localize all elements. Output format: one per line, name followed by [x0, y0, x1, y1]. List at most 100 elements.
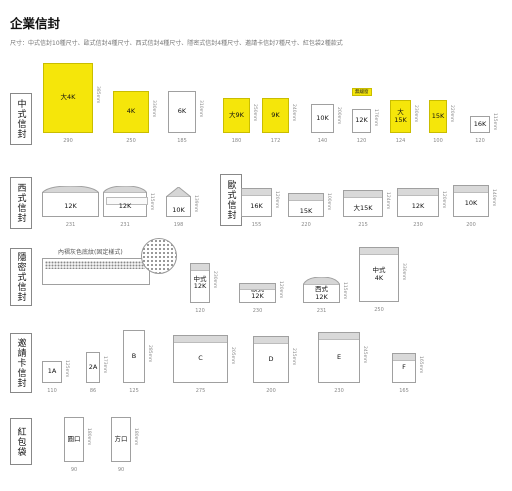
- row-label-invite-text: 邀請卡信封: [15, 338, 26, 388]
- envelope-width-dimension: 140: [317, 138, 328, 144]
- envelope-size-label: 10K: [172, 206, 185, 214]
- envelope-flap: [303, 277, 340, 285]
- row-label-redpacket-text: 紅包袋: [15, 426, 26, 457]
- envelope-size-label: C: [198, 354, 203, 363]
- envelope-height-dimension: 250mm: [252, 103, 257, 121]
- invite-envelope: 2A: [86, 352, 100, 383]
- envelope-width-dimension: 231: [65, 222, 76, 228]
- envelope-width-dimension: 86: [89, 388, 97, 394]
- envelope-width-dimension: 198: [173, 222, 184, 228]
- row-label-western-text: 西式信封: [15, 183, 26, 223]
- privacy-envelope: 中式 12K: [190, 263, 210, 303]
- envelope-width-dimension: 230: [334, 388, 344, 394]
- invite-envelope: D: [253, 336, 289, 383]
- envelope-height-dimension: 215mm: [291, 347, 296, 365]
- envelope-size-label: 西式 12K: [315, 285, 328, 301]
- envelope-flap: [42, 186, 99, 193]
- chinese-envelope: 9K: [262, 98, 289, 133]
- envelope-height-dimension: 205mm: [230, 347, 235, 365]
- envelope-size-label: 2A: [88, 362, 98, 371]
- envelope-height-dimension: 230mm: [413, 104, 418, 122]
- envelope-height-dimension: 115mm: [342, 281, 347, 299]
- row-label-chinese: 中式信封: [10, 93, 32, 145]
- envelope-size-label: 16K: [250, 202, 263, 210]
- envelope-flap: [191, 264, 209, 271]
- envelope-size-label: 12K: [64, 202, 77, 210]
- envelope-size-label: B: [131, 351, 137, 360]
- envelope-size-label: 中式 4K: [372, 266, 386, 282]
- page-title: 企業信封: [10, 16, 61, 31]
- envelope-width-dimension: 100: [433, 138, 443, 144]
- envelope-height-dimension: 180mm: [133, 427, 138, 445]
- envelope-height-dimension: 140mm: [491, 189, 496, 207]
- envelope-height-dimension: 200mm: [336, 106, 341, 124]
- euro-envelope: 大15K: [343, 190, 383, 217]
- envelope-height-dimension: 180mm: [86, 427, 91, 445]
- chinese-envelope: 16K: [470, 116, 490, 133]
- envelope-height-dimension: 176mm: [373, 109, 378, 127]
- row-label-privacy: 隱密式信封: [10, 248, 32, 306]
- envelope-height-dimension: 240mm: [291, 103, 296, 121]
- envelope-width-dimension: 172: [270, 138, 281, 144]
- invite-envelope: 1A: [42, 361, 62, 383]
- envelope-flap: [319, 333, 359, 340]
- row-label-chinese-text: 中式信封: [15, 99, 26, 139]
- envelope-width-dimension: 230: [413, 222, 423, 228]
- red-packet: 方口: [111, 417, 131, 462]
- envelope-height-dimension: 245mm: [362, 345, 367, 363]
- envelope-width-dimension: 200: [466, 222, 476, 228]
- red-packet: 圓口: [64, 417, 84, 462]
- envelope-size-label: 10K: [464, 199, 478, 207]
- envelope-height-dimension: 220mm: [449, 104, 454, 122]
- envelope-height-dimension: 173mm: [102, 355, 107, 373]
- envelope-width-dimension: 250: [126, 138, 136, 144]
- envelope-size-label: 方口: [114, 434, 128, 443]
- envelope-window: [106, 197, 148, 205]
- envelope-flap: [360, 248, 398, 255]
- envelope-size-label: F: [402, 363, 406, 372]
- envelope-height-dimension: 120mm: [274, 190, 279, 208]
- euro-envelope: 10K: [453, 185, 489, 217]
- envelope-height-dimension: 330mm: [401, 262, 406, 280]
- envelope-size-label: 中式 12K: [193, 274, 207, 290]
- envelope-size-label: 圓口: [67, 434, 81, 443]
- envelope-width-dimension: 220: [301, 222, 311, 228]
- envelope-height-dimension: 124mm: [385, 191, 390, 209]
- envelope-size-label: 大9K: [229, 110, 244, 119]
- envelope-height-dimension: 165mm: [418, 356, 423, 374]
- row-label-euro-text: 歐式信封: [225, 180, 236, 220]
- envelope-flap: [166, 187, 191, 197]
- chinese-envelope: 10K: [311, 104, 334, 133]
- privacy-envelope: 歐式 12K: [239, 283, 276, 303]
- envelope-size-label: 12K: [118, 202, 132, 210]
- privacy-pattern-note: 內褶灰色底紋(固定樣式): [58, 249, 123, 256]
- row-label-redpacket: 紅包袋: [10, 418, 32, 465]
- invite-envelope: C: [173, 335, 228, 383]
- envelope-height-dimension: 139mm: [193, 194, 198, 212]
- envelope-height-dimension: 115mm: [492, 112, 497, 130]
- envelope-flap: [454, 186, 488, 193]
- euro-envelope: 15K: [288, 193, 324, 217]
- envelope-size-label: 10K: [316, 113, 329, 122]
- envelope-width-dimension: 215: [358, 222, 368, 228]
- euro-envelope: 12K: [397, 188, 439, 217]
- chinese-envelope: 大15K: [390, 100, 411, 133]
- western-envelope: 10K: [166, 187, 191, 217]
- envelope-size-label: 15K: [431, 111, 445, 120]
- envelope-width-dimension: 230: [252, 308, 263, 314]
- envelope-size-label: 大15K: [394, 108, 407, 124]
- envelope-flap: [289, 194, 323, 201]
- row-label-privacy-text: 隱密式信封: [15, 252, 26, 302]
- envelope-flap: [393, 354, 415, 361]
- envelope-width-dimension: 231: [316, 308, 327, 314]
- privacy-pattern-strip: [45, 261, 145, 269]
- envelope-flap: [242, 189, 271, 196]
- envelope-height-dimension: 310mm: [198, 100, 203, 118]
- envelope-width-dimension: 120: [475, 138, 485, 144]
- envelope-size-label: 大15K: [353, 204, 373, 212]
- envelope-width-dimension: 120: [195, 308, 205, 314]
- envelope-size-label: 12K: [355, 116, 368, 125]
- envelope-size-label: 12K: [411, 202, 425, 210]
- envelope-size-label: 4K: [126, 107, 136, 116]
- envelope-size-label: D: [268, 354, 274, 363]
